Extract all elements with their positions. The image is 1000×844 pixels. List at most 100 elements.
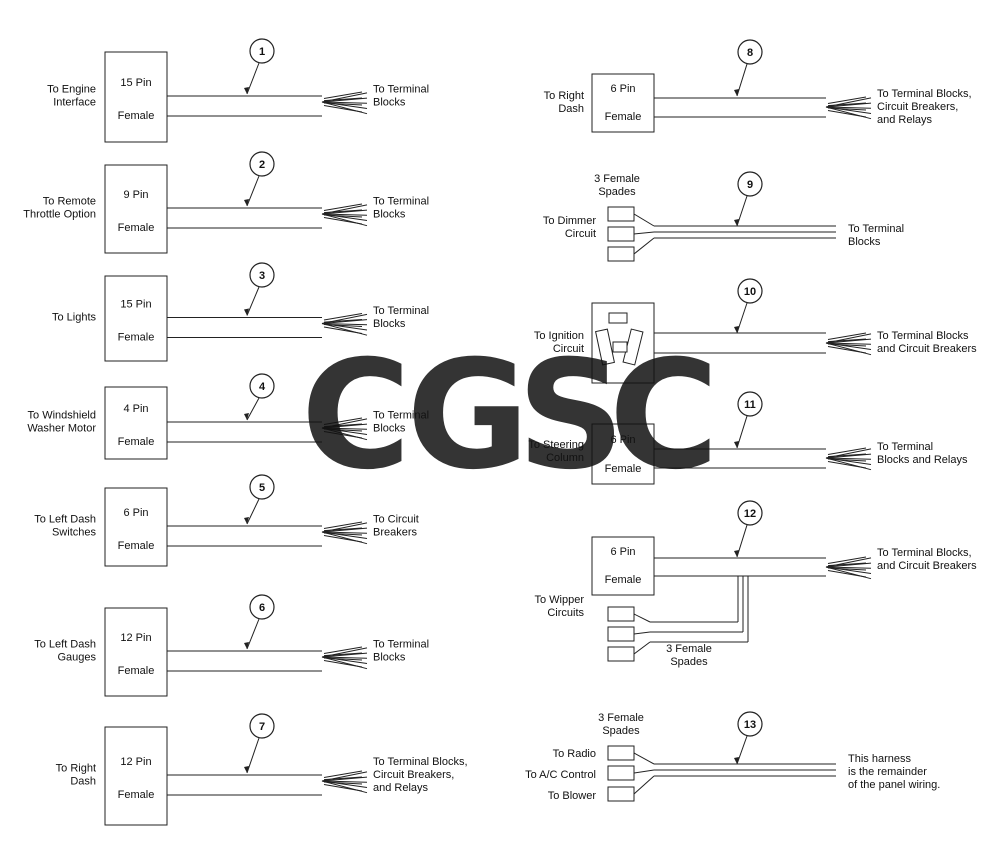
left-label: To Engine (47, 84, 96, 96)
female-spade (607, 646, 635, 662)
callout-circle (249, 474, 275, 500)
callout-number: 2 (259, 159, 265, 171)
connector-pin-count: 12 Pin (120, 632, 151, 644)
connector-pin-count: 15 Pin (120, 299, 151, 311)
callout-number: 9 (747, 179, 753, 191)
right-label: To Terminal Blocks, (877, 547, 972, 559)
watermark-letter: C (609, 329, 719, 503)
callout-circle (737, 391, 763, 417)
connector-gender: Female (118, 540, 155, 552)
watermark-letter: G (406, 329, 529, 503)
connector-pin-count: 6 Pin (610, 83, 635, 95)
connector-pin-count: 9 Pin (123, 189, 148, 201)
callout-circle (249, 373, 275, 399)
spade-label: Spades (670, 656, 708, 668)
left-label: To Steering (528, 439, 584, 451)
right-label: is the remainder (848, 766, 927, 778)
watermark-letter: S (517, 329, 625, 503)
right-label: Blocks (373, 209, 406, 221)
connector-gender: Female (118, 222, 155, 234)
right-label: To Terminal (373, 305, 429, 317)
left-label: To Windshield (28, 410, 96, 422)
right-label: Blocks (373, 318, 406, 330)
female-spade (607, 765, 635, 781)
callout-circle (249, 151, 275, 177)
connector-box (104, 726, 168, 826)
right-label: To Terminal (373, 196, 429, 208)
callout-number: 6 (259, 602, 265, 614)
connector-gender: Female (118, 789, 155, 801)
left-label: To Left Dash (34, 639, 96, 651)
callout-circle (249, 38, 275, 64)
female-spade (607, 226, 635, 242)
spade-target-label: To Radio (553, 748, 596, 760)
callout-number: 1 (259, 46, 265, 58)
right-label: To Terminal (877, 441, 933, 453)
right-label: To Terminal (373, 84, 429, 96)
left-label: Circuit (553, 343, 584, 355)
callout-number: 11 (744, 399, 756, 411)
right-label: To Terminal (373, 410, 429, 422)
left-label: To Ignition (534, 330, 584, 342)
right-label: To Terminal Blocks, (877, 88, 972, 100)
connector-gender: Female (118, 332, 155, 344)
left-label: To Remote (43, 196, 96, 208)
callout-circle (249, 713, 275, 739)
connector-pin-count: 6 Pin (123, 507, 148, 519)
female-spade (607, 206, 635, 222)
spade-label: Spades (602, 725, 640, 737)
right-label: Blocks (848, 236, 881, 248)
connector-pin-count: 15 Pin (120, 77, 151, 89)
left-label: Circuit (565, 228, 596, 240)
female-spade (607, 786, 635, 802)
callout-number: 8 (747, 47, 753, 59)
left-label: Circuits (547, 607, 584, 619)
callout-number: 12 (744, 508, 756, 520)
spade-label: 3 Female (666, 643, 712, 655)
left-label: To Left Dash (34, 514, 96, 526)
left-label: To Wipper (534, 594, 584, 606)
connector-pin-count: 4 Pin (123, 403, 148, 415)
left-label: Throttle Option (23, 209, 96, 221)
spade-target-label: To Blower (548, 790, 597, 802)
callout-circle (737, 500, 763, 526)
female-spade (607, 745, 635, 761)
left-label: To Right (56, 763, 96, 775)
spade-target-label: To A/C Control (525, 769, 596, 781)
connector-box (104, 607, 168, 697)
callout-circle (249, 262, 275, 288)
left-label: Dash (558, 103, 584, 115)
female-spade (607, 626, 635, 642)
connector-gender: Female (118, 665, 155, 677)
connector-pin-count: 6 Pin (610, 546, 635, 558)
spade-label: 3 Female (598, 712, 644, 724)
left-label: To Dimmer (543, 215, 597, 227)
connector-gender: Female (605, 463, 642, 475)
callout-number: 3 (259, 270, 265, 282)
right-label: Blocks (373, 97, 406, 109)
connector-box (591, 423, 655, 485)
right-label: This harness (848, 753, 911, 765)
right-label: and Circuit Breakers (877, 343, 977, 355)
callout-circle (737, 171, 763, 197)
connector-box (104, 164, 168, 254)
right-label: and Relays (877, 114, 933, 126)
ignition-switch-icon (595, 312, 644, 366)
connector-pin-count: 6 Pin (610, 434, 635, 446)
right-label: Blocks (373, 652, 406, 664)
connector-gender: Female (605, 574, 642, 586)
connector-box (104, 51, 168, 143)
left-label: Interface (53, 97, 96, 109)
left-label: Column (546, 452, 584, 464)
right-label: and Relays (373, 782, 429, 794)
female-spade (607, 606, 635, 622)
